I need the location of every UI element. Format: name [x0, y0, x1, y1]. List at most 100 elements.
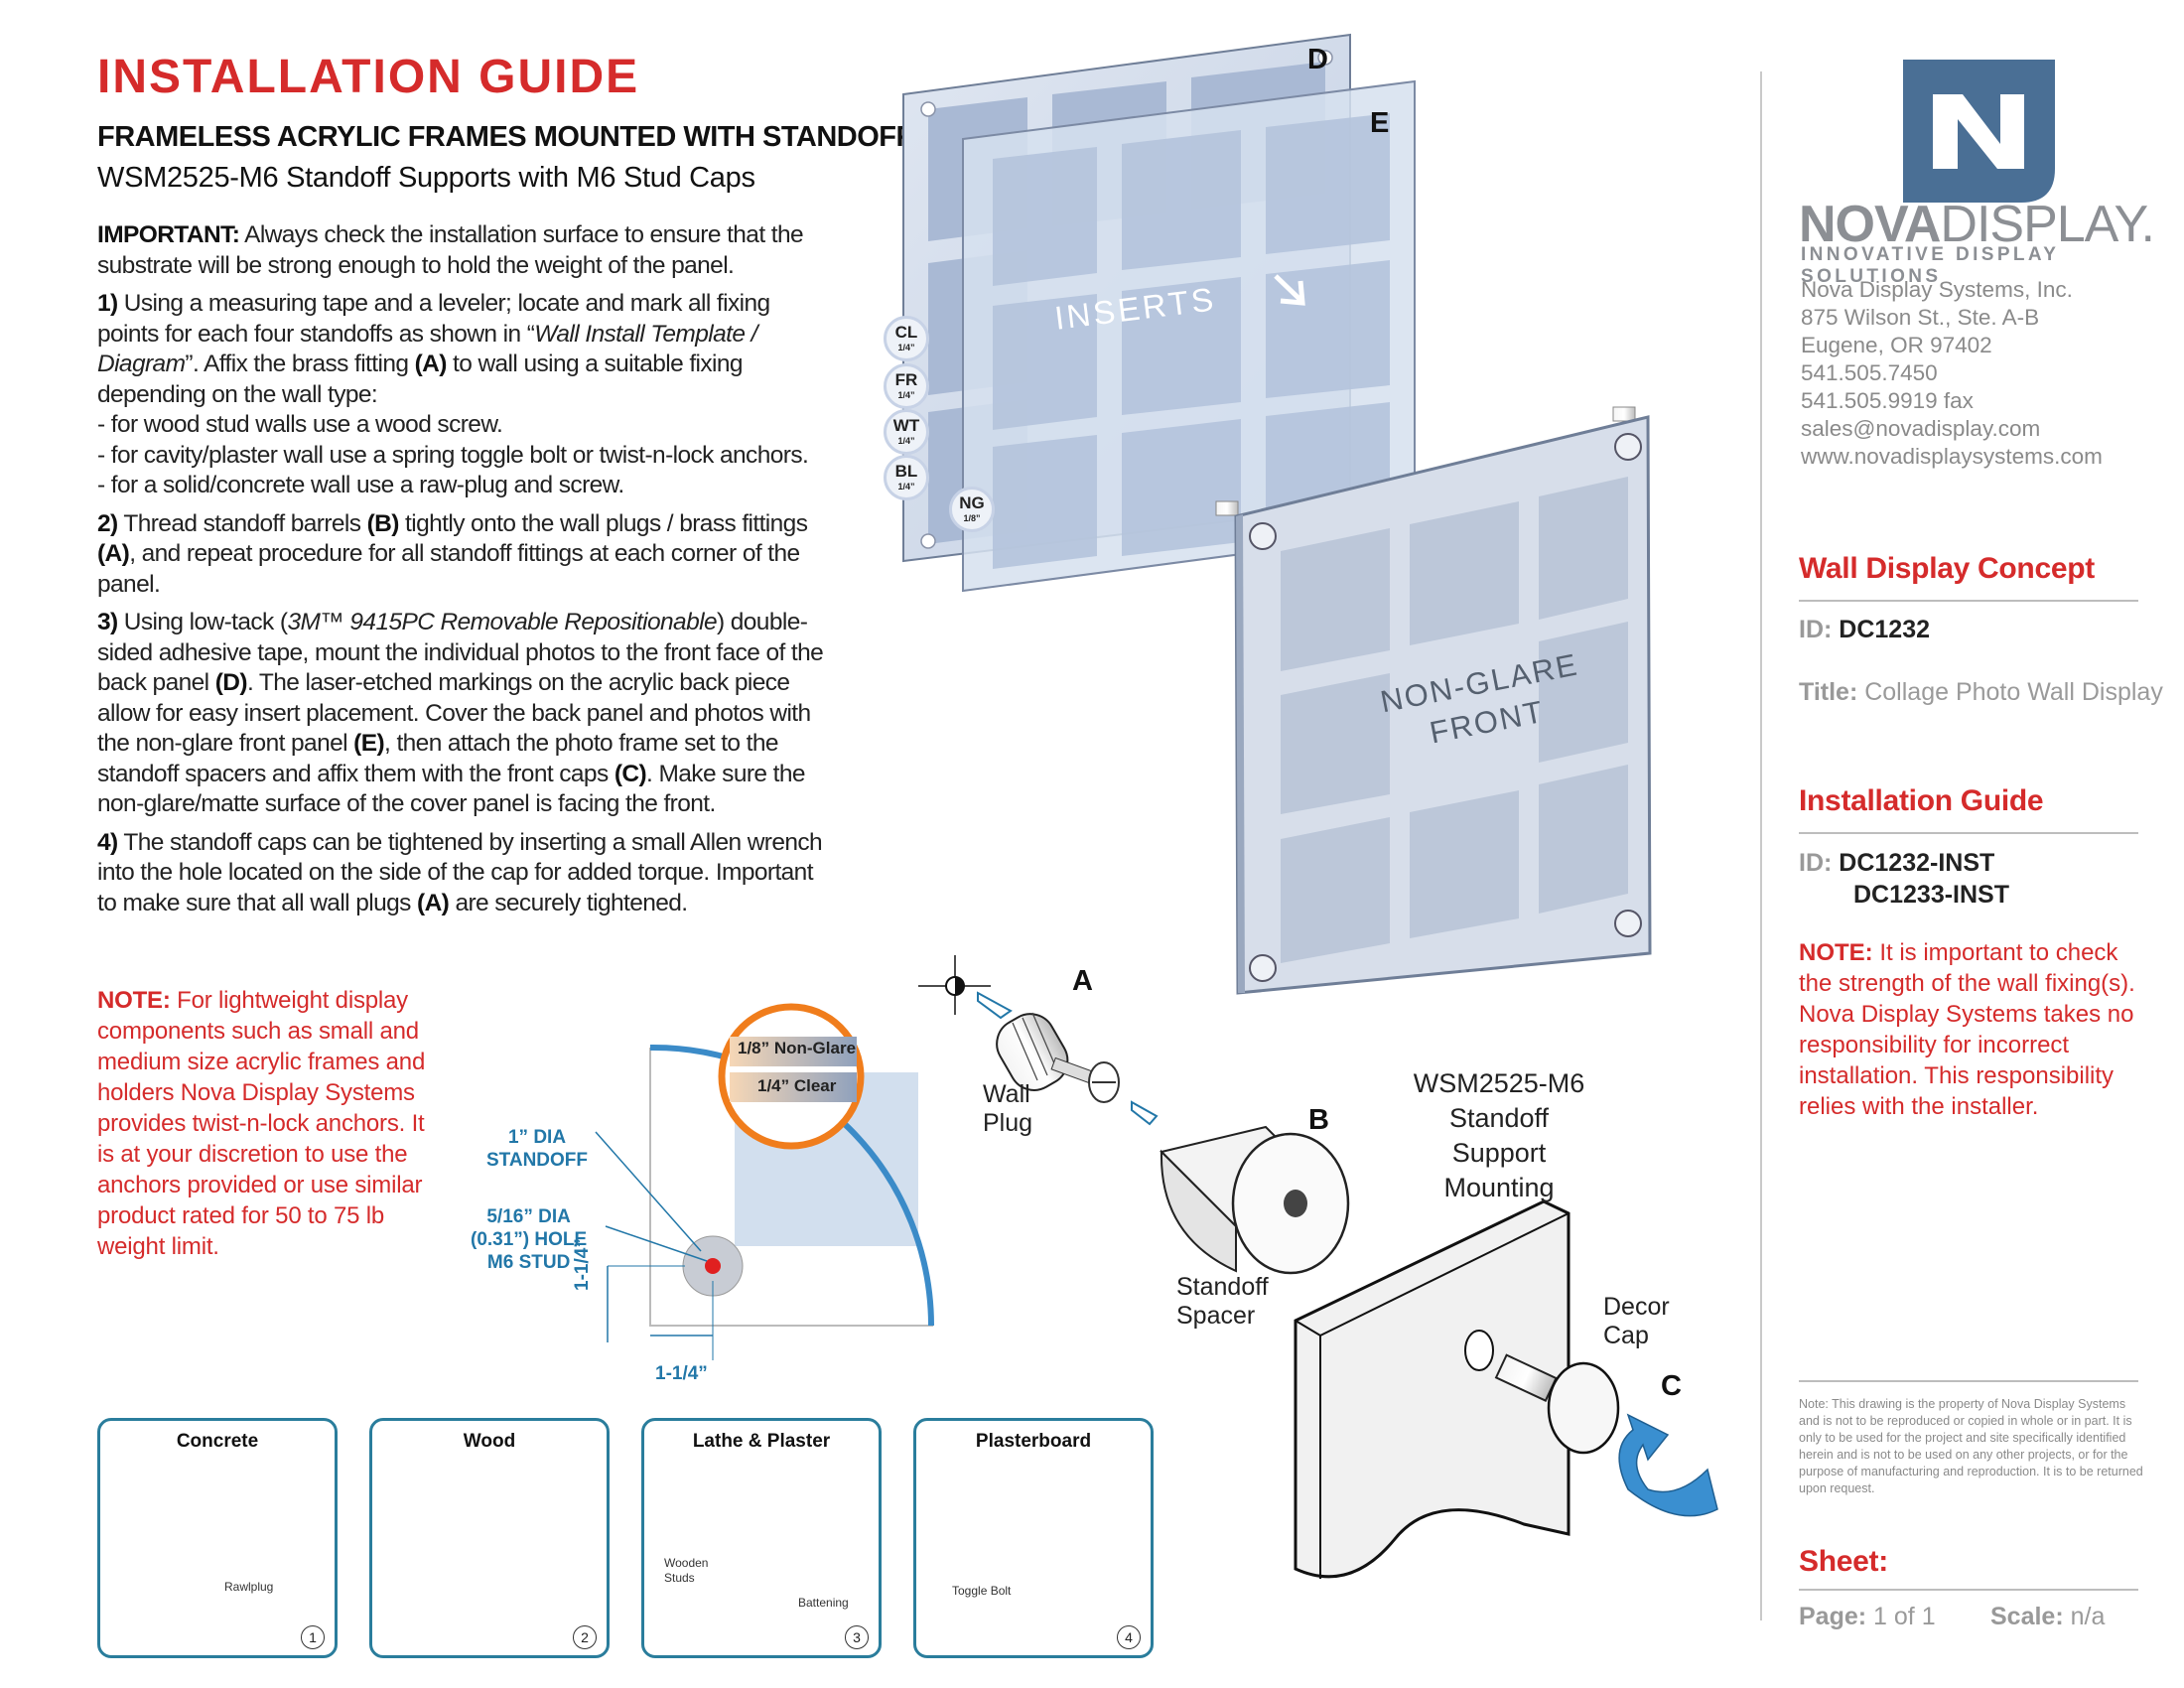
decor-cap-line2: Cap — [1603, 1322, 1649, 1349]
guide-id-value-1: DC1232-INST — [1839, 849, 1995, 877]
wall-type-wood: Wood 2 — [369, 1418, 610, 1658]
page-value: 1 of 1 — [1873, 1603, 1936, 1630]
page-title: INSTALLATION GUIDE — [97, 51, 640, 103]
concept-id-value: DC1232 — [1839, 616, 1931, 643]
guide-id: ID: DC1232-INST — [1799, 849, 1994, 878]
label-c: C — [1661, 1370, 1682, 1402]
wall-type-label: Battening — [798, 1596, 849, 1610]
company-website[interactable]: www.novadisplaysystems.com — [1801, 444, 2103, 469]
step-text-italic: 3M™ 9415PC Removable Repositionable — [287, 609, 717, 635]
wall-type-number: 1 — [301, 1625, 325, 1649]
wall-type-label: Toggle Bolt — [952, 1584, 1012, 1598]
step-2: 2) Thread standoff barrels (B) tightly o… — [97, 509, 827, 601]
label-e: E — [1370, 107, 1390, 139]
thickness-clear: 1/4” Clear — [757, 1076, 837, 1095]
list-item: - for cavity/plaster wall use a spring t… — [97, 441, 809, 469]
note-lightweight: NOTE: For lightweight display components… — [97, 985, 435, 1262]
important-text: Always check the installation surface to… — [97, 221, 804, 279]
concept-title-value: Collage Photo Wall Display — [1864, 678, 2163, 706]
concept-divider — [1799, 600, 2138, 602]
step-text: are securely tightened. — [449, 889, 688, 916]
part-ref: (A) — [414, 351, 448, 377]
concept-heading: Wall Display Concept — [1799, 552, 2095, 585]
wooden-studs-line1: Wooden — [664, 1556, 709, 1570]
brand-tagline: INNOVATIVE DISPLAY SOLUTIONS — [1801, 244, 2060, 287]
step-text: , then attach the photo frame set to the… — [97, 730, 778, 787]
guide-heading: Installation Guide — [1799, 784, 2044, 817]
tag-code: WT — [892, 416, 920, 435]
company-phone: 541.505.7450 — [1801, 360, 1938, 385]
label-a: A — [1072, 965, 1093, 997]
brand-name: NOVADISPLAY. — [1799, 195, 2155, 254]
nova-logo-icon — [1903, 60, 2055, 203]
note-text: For lightweight display components such … — [97, 987, 426, 1260]
hole-dia-line2: (0.31”) HOLE — [471, 1229, 588, 1250]
column-divider — [1760, 71, 1762, 1620]
step-text: Thread standoff barrels — [117, 509, 367, 537]
page-info: Page: 1 of 1 — [1799, 1603, 1936, 1631]
note-responsibility: NOTE: It is important to check the stren… — [1799, 937, 2146, 1122]
guide-divider — [1799, 832, 2138, 834]
guide-id-2: DC1233-INST — [1853, 881, 2009, 910]
mounted-frame — [1215, 406, 1652, 995]
wall-type-number: 4 — [1117, 1625, 1141, 1649]
thickness-nonglare: 1/8” Non-Glare — [738, 1039, 857, 1057]
company-street: 875 Wilson St., Ste. A-B — [1801, 305, 2040, 330]
concept-id: ID: DC1232 — [1799, 616, 1930, 644]
standoff-spacer-line1: Standoff — [1176, 1273, 1269, 1301]
scale-label: Scale: — [1990, 1603, 2064, 1630]
part-ref: (A) — [97, 540, 130, 567]
list-item: - for a solid/concrete wall use a raw-pl… — [97, 472, 624, 498]
mounting-detail — [1294, 1199, 1718, 1579]
support-line2: Standoff Support — [1448, 1103, 1550, 1168]
tag-size: 1/4” — [897, 482, 915, 492]
support-line3: Mounting — [1443, 1173, 1555, 1202]
step-text: Using a measuring tape and a leveler; lo… — [97, 290, 770, 348]
brand-thin: DISPLAY — [1940, 196, 2141, 253]
step-text: . The laser-etched markings on the acryl… — [97, 669, 811, 757]
standoff-spacer-line2: Spacer — [1176, 1302, 1256, 1330]
standoff-spacer-b — [1160, 1125, 1350, 1275]
wall-type-label: Rawlplug — [224, 1580, 274, 1594]
thickness-callout — [718, 1003, 865, 1150]
instructions: IMPORTANT: Always check the installation… — [97, 220, 827, 926]
step-number: 4) — [97, 828, 118, 856]
sheet-divider — [1799, 1589, 2138, 1591]
support-line1: WSM2525-M6 — [1413, 1068, 1585, 1098]
title-label: Title: — [1799, 678, 1858, 706]
wall-type-number: 2 — [573, 1625, 597, 1649]
step-number: 1) — [97, 290, 118, 317]
wall-plug-line1: Wall — [983, 1080, 1030, 1108]
step-text: , and repeat procedure for all standoff … — [97, 540, 800, 598]
wall-type-title: Concrete — [176, 1431, 259, 1452]
tag-size: 1/8” — [963, 513, 981, 523]
tag-size: 1/4” — [897, 390, 915, 400]
company-name: Nova Display Systems, Inc. — [1801, 277, 2073, 302]
decor-cap-line1: Decor — [1603, 1293, 1670, 1321]
tag-code: BL — [894, 462, 918, 481]
front-panel-e — [962, 79, 1416, 593]
step-text: Using low-tack ( — [117, 609, 288, 635]
wall-plug-line2: Plug — [983, 1109, 1033, 1137]
tag-size: 1/4” — [897, 343, 915, 352]
wall-plug-a — [918, 955, 1120, 1103]
product-subtitle: WSM2525-M6 Standoff Supports with M6 Stu… — [97, 162, 755, 194]
note-label: NOTE: — [1799, 939, 1873, 966]
company-email[interactable]: sales@novadisplay.com — [1801, 416, 2041, 441]
scale-info: Scale: n/a — [1990, 1603, 2105, 1631]
wall-type-plasterboard: Plasterboard Toggle Bolt 4 — [913, 1418, 1154, 1658]
company-info: Nova Display Systems, Inc. 875 Wilson St… — [1801, 276, 2103, 471]
standoff-dia-line2: STANDOFF — [486, 1150, 589, 1171]
part-ref: (C) — [614, 760, 647, 787]
step-number: 2) — [97, 509, 118, 537]
note-label: NOTE: — [97, 987, 171, 1014]
concept-title: Title: Collage Photo Wall Display — [1799, 678, 2163, 707]
wall-type-number: 3 — [845, 1625, 869, 1649]
